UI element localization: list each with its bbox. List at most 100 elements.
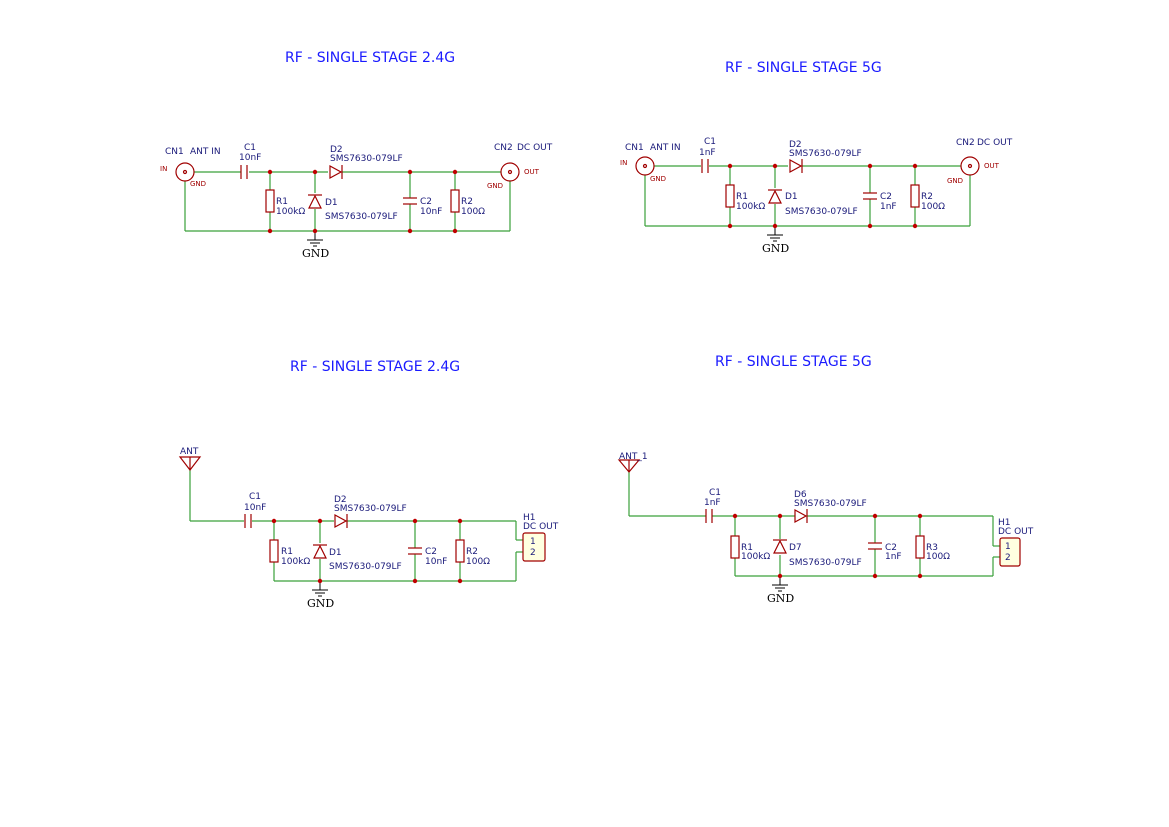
input-connector: CN1 ANT IN IN GND [620, 143, 681, 183]
wires [644, 165, 971, 227]
capacitor-c1: C1 1nF [699, 137, 716, 173]
capacitor-c2: C2 1nF [863, 192, 897, 212]
r1-ref: R1 [276, 197, 288, 207]
wires [184, 171, 511, 232]
output-ref: CN2 [956, 138, 975, 148]
input-connector: CN1 ANT IN IN GND [160, 147, 221, 188]
header-pin2: 2 [530, 548, 536, 558]
capacitor-c1: C1 10nF [239, 143, 261, 179]
c2-ref: C2 [880, 192, 892, 202]
input-value: ANT IN [650, 143, 681, 153]
c2-ref: C2 [425, 547, 437, 557]
circuit-title: RF - SINGLE STAGE 5G [725, 60, 882, 76]
gnd-label: GND [762, 242, 789, 255]
header-ref: H1 [523, 513, 536, 523]
input-value: ANT IN [190, 147, 221, 157]
diode-series: D6 SMS7630-079LF [794, 490, 867, 524]
header-pin2: 2 [1005, 553, 1011, 563]
junctions [732, 513, 923, 579]
output-pin-gnd: GND [487, 182, 503, 190]
antenna-label: ANT_1 [619, 452, 648, 462]
junctions [727, 163, 918, 229]
d-shunt-ref: D7 [789, 543, 802, 553]
d-shunt-ref: D1 [785, 192, 798, 202]
d-series-value: SMS7630-079LF [334, 504, 407, 514]
wires [189, 470, 523, 582]
c2-value: 1nF [885, 552, 902, 562]
c1-value: 1nF [699, 148, 716, 158]
output-connector: CN2 DC OUT OUT GND [947, 138, 1013, 185]
c2-ref: C2 [885, 543, 897, 553]
header-value: DC OUT [523, 522, 559, 532]
ground-symbol: GND [302, 231, 329, 260]
c1-ref: C1 [249, 492, 261, 502]
circuit-5g-antenna: RF - SINGLE STAGE 5G ANT_1 [617, 354, 1034, 605]
input-ref: CN1 [625, 143, 644, 153]
antenna: ANT_1 [617, 452, 648, 473]
r2-ref: R3 [926, 543, 938, 553]
r2-value: 100Ω [461, 207, 485, 217]
c2-ref: C2 [420, 197, 432, 207]
d-shunt-value: SMS7630-079LF [785, 207, 858, 217]
d-shunt-value: SMS7630-079LF [789, 558, 862, 568]
output-ref: CN2 [494, 143, 513, 153]
diode-shunt: D1 SMS7630-079LF [313, 544, 402, 572]
input-pin-in: IN [620, 159, 627, 167]
r2-ref: R2 [466, 547, 478, 557]
pin-header: 1 2 H1 DC OUT [522, 513, 559, 562]
gnd-label: GND [767, 592, 794, 605]
circuit-title: RF - SINGLE STAGE 5G [715, 354, 872, 370]
r2-ref: R2 [921, 192, 933, 202]
junctions [271, 518, 463, 584]
input-pin-in: IN [160, 165, 167, 173]
d-shunt-ref: D1 [329, 548, 342, 558]
d-series-ref: D2 [789, 140, 802, 150]
ground-symbol: GND [767, 576, 794, 605]
capacitor-c2: C2 1nF [868, 542, 902, 562]
r2-ref: R2 [461, 197, 473, 207]
diode-shunt: D7 SMS7630-079LF [773, 539, 862, 568]
c2-value: 1nF [880, 202, 897, 212]
resistor-r1: R1 100kΩ [265, 189, 305, 217]
resistor-r2: R2 100Ω [910, 184, 945, 212]
r1-ref: R1 [281, 547, 293, 557]
input-pin-gnd: GND [190, 180, 206, 188]
c1-value: 10nF [239, 153, 261, 163]
r1-value: 100kΩ [741, 552, 770, 562]
gnd-label: GND [307, 597, 334, 610]
input-pin-gnd: GND [650, 175, 666, 183]
junctions [267, 169, 458, 234]
diode-series: D2 SMS7630-079LF [334, 495, 407, 529]
d-shunt-ref: D1 [325, 198, 338, 208]
input-ref: CN1 [165, 147, 184, 157]
c1-ref: C1 [704, 137, 716, 147]
diode-series: D2 SMS7630-079LF [789, 140, 862, 174]
header-value: DC OUT [998, 527, 1034, 537]
c1-value: 1nF [704, 498, 721, 508]
c1-value: 10nF [244, 503, 266, 513]
c1-ref: C1 [244, 143, 256, 153]
resistor-r2: R2 100Ω [455, 539, 490, 567]
c2-value: 10nF [420, 207, 442, 217]
output-value: DC OUT [977, 138, 1013, 148]
d-series-value: SMS7630-079LF [789, 149, 862, 159]
circuit-title: RF - SINGLE STAGE 2.4G [285, 50, 455, 66]
output-pin-out: OUT [524, 168, 540, 176]
diode-shunt: D1 SMS7630-079LF [308, 194, 398, 222]
capacitor-c1: C1 1nF [704, 488, 721, 523]
ground-symbol: GND [307, 581, 334, 610]
circuit-2g4-sma: RF - SINGLE STAGE 2.4G CN1 ANT IN IN [160, 50, 553, 260]
antenna: ANT [178, 447, 202, 471]
capacitor-c1: C1 10nF [244, 492, 266, 528]
antenna-label: ANT [180, 447, 199, 457]
d-series-ref: D2 [330, 145, 343, 155]
resistor-r2: R2 100Ω [450, 189, 485, 217]
output-pin-gnd: GND [947, 177, 963, 185]
resistor-r1: R1 100kΩ [269, 539, 310, 567]
r1-ref: R1 [736, 192, 748, 202]
c2-value: 10nF [425, 557, 447, 567]
header-pin1: 1 [530, 537, 536, 547]
d-series-value: SMS7630-079LF [330, 154, 403, 164]
circuit-title: RF - SINGLE STAGE 2.4G [290, 359, 460, 375]
r1-value: 100kΩ [281, 557, 310, 567]
